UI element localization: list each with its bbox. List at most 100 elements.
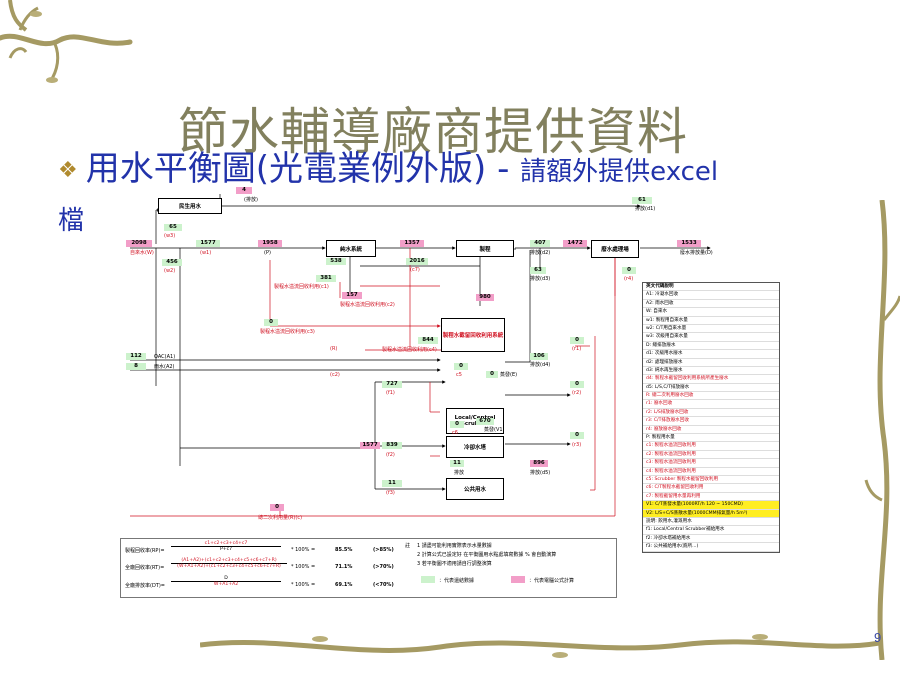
value-cell: 0 xyxy=(570,432,584,439)
legend-row: w1: 製程用自來水量 xyxy=(643,317,779,325)
rp-target: (>85%) xyxy=(373,547,394,553)
rp-fraction: c1+c2+c3+c4+c7 P+c7 xyxy=(171,541,281,552)
flow-label: (f1) xyxy=(386,390,395,396)
dt-value: 69.1% xyxy=(335,582,353,588)
value-cell: 0 xyxy=(450,421,464,428)
pink-key-label: ：代表電腦公式計算 xyxy=(529,578,575,584)
green-key-swatch xyxy=(421,576,435,583)
note-line-1: 1 請盡可能利用實際表示水量數據 xyxy=(417,543,492,549)
diamond-bullet-icon: ❖ xyxy=(58,157,78,183)
value-cell: 0 xyxy=(486,371,498,378)
legend-row: R: 總二次利用廢水回收 xyxy=(643,392,779,401)
value-cell: 157 xyxy=(342,292,362,299)
process-box: 製程 xyxy=(456,240,514,257)
flow-label: (c2) xyxy=(330,372,340,378)
legend-row: c6: C/T製程水截留回收利用 xyxy=(643,484,779,493)
legend-row: c7: 製程截留用水量再利用 xyxy=(643,493,779,502)
legend-row: r3: C/T排放廢水回收 xyxy=(643,417,779,426)
rt-numerator: (A1+A2)+(c1+c2+c3+c4+c5+c6+c7+R) xyxy=(171,558,287,564)
flow-label: 製程水溢流回收利用(c1) xyxy=(274,284,329,290)
legend-row: f3: 公共補給用水(廁所...) xyxy=(643,543,779,552)
flow-label: (w3) xyxy=(164,233,176,239)
rp-label: 製程回收率(RP)= xyxy=(125,548,165,554)
rt-label: 全廠回收率(RT)= xyxy=(125,565,165,571)
flow-label: (c7) xyxy=(410,267,420,273)
dt-multiplier: * 100% = xyxy=(291,582,316,588)
legend-row: f2: 冷卻水塔補給用水 xyxy=(643,535,779,544)
legend-row: c4: 製程水溢流回收利用 xyxy=(643,468,779,476)
legend-row: P: 製程用水量 xyxy=(643,434,779,443)
subtitle-main: 用水平衡圖(光電業例外版) - xyxy=(85,149,521,189)
flow-label: (w2) xyxy=(164,268,176,274)
rt-target: (>70%) xyxy=(373,564,394,570)
legend-row: d5: L/S,C/T排放廢水 xyxy=(643,384,779,393)
green-key-label: ：代表還結數據 xyxy=(439,578,475,584)
rp-numerator: c1+c2+c3+c4+c7 xyxy=(171,541,281,547)
value-cell: 1577 xyxy=(196,240,220,247)
value-cell: 1533 xyxy=(677,240,701,247)
flow-label: (r4) xyxy=(624,276,634,282)
dt-label: 全廠排放率(DT)= xyxy=(125,583,165,589)
vine-decoration-right xyxy=(864,200,900,660)
legend-row: c2: 製程水溢流回收利用 xyxy=(643,451,779,460)
note-line-2: 2 計算公式已設定好 在平衡圖用水點處填寫數據 % 會自動演算 xyxy=(417,552,557,558)
value-cell: 2016 xyxy=(406,258,428,265)
legend-row: r2: L/S排放廢水回收 xyxy=(643,409,779,418)
value-cell: 538 xyxy=(326,258,346,265)
flow-label: (R) xyxy=(330,346,338,352)
slide-title: 節水輔導廠商提供資料 xyxy=(178,103,688,161)
flow-label: (r3) xyxy=(572,442,582,448)
rt-multiplier: * 100% = xyxy=(291,564,316,570)
cooling-tower-box: 冷卻水塔 xyxy=(446,436,504,458)
value-cell: 1577 xyxy=(360,442,380,449)
value-cell: 61 xyxy=(632,197,652,204)
legend-row: A2: 雨水回收 xyxy=(643,300,779,309)
flow-label: c6 xyxy=(452,430,458,436)
flow-label: (排放) xyxy=(244,197,258,203)
value-cell: 0 xyxy=(570,337,584,344)
water-balance-diagram: 民生用水 純水系統 製程 廢水處理場 製程水截留回收利用系統 Local/Cen… xyxy=(120,186,780,610)
value-cell: 980 xyxy=(476,294,494,301)
domestic-water-box: 民生用水 xyxy=(158,198,222,214)
value-cell: 1357 xyxy=(400,240,424,247)
flow-label: 排放 xyxy=(454,470,465,476)
value-cell: 112 xyxy=(126,353,146,360)
value-cell: 0 xyxy=(454,363,468,370)
reuse-system-box: 製程水截留回收利用系統 xyxy=(441,318,505,352)
flow-label: (r1) xyxy=(572,346,582,352)
rp-value: 85.5% xyxy=(335,547,353,553)
flow-label: 製程水溢流回收利用(c4) xyxy=(382,347,437,353)
value-cell: 0 xyxy=(570,381,584,388)
page-number: 9 xyxy=(874,630,882,645)
rt-denominator: (W+A1+A2)+(c1+c2+c3+c4+c5+c6+c7+R) xyxy=(177,564,281,569)
flow-label: 製程水溢流回收利用(c3) xyxy=(260,329,315,335)
flow-label: OAC(A1) xyxy=(154,354,176,360)
public-water-box: 公共用水 xyxy=(446,478,504,500)
value-cell: 844 xyxy=(418,337,438,344)
value-cell: 8 xyxy=(126,363,146,370)
flow-label: 總二次利用量(R)(c) xyxy=(258,515,303,521)
legend-row: W: 自來水 xyxy=(643,308,779,317)
value-cell: 0 xyxy=(264,319,278,326)
rp-denominator: P+c7 xyxy=(219,547,233,552)
legend-row: d1: 次級用水廢水 xyxy=(643,350,779,359)
dt-fraction: D W+A1+A2 xyxy=(171,576,281,587)
dt-denominator: W+A1+A2 xyxy=(213,582,239,587)
value-cell: 11 xyxy=(382,480,402,487)
legend-row: r4: 廢放廢水回收 xyxy=(643,426,779,435)
flow-label: 排放(d5) xyxy=(530,470,551,476)
flow-label: 雨水(A2) xyxy=(154,364,175,370)
flow-label: (f3) xyxy=(386,490,395,496)
legend-row: d2: 處理排放廢水 xyxy=(643,359,779,367)
pink-key-swatch xyxy=(511,576,525,583)
pure-water-box: 純水系統 xyxy=(326,240,376,257)
flow-label: 蒸發(V1) xyxy=(484,427,505,433)
value-cell: 896 xyxy=(530,460,548,467)
value-cell: 0 xyxy=(622,267,636,274)
vine-decoration-bottom xyxy=(200,634,880,658)
legend-row: c5: Scrubber 製程水截留回收利用 xyxy=(643,476,779,485)
flow-label: 排放(d4) xyxy=(530,362,551,368)
flow-label: (P) xyxy=(264,250,271,256)
value-cell: 2098 xyxy=(126,240,152,247)
legend-row: d4: 製程水截留回收利用系統所產生廢水 xyxy=(643,375,779,384)
